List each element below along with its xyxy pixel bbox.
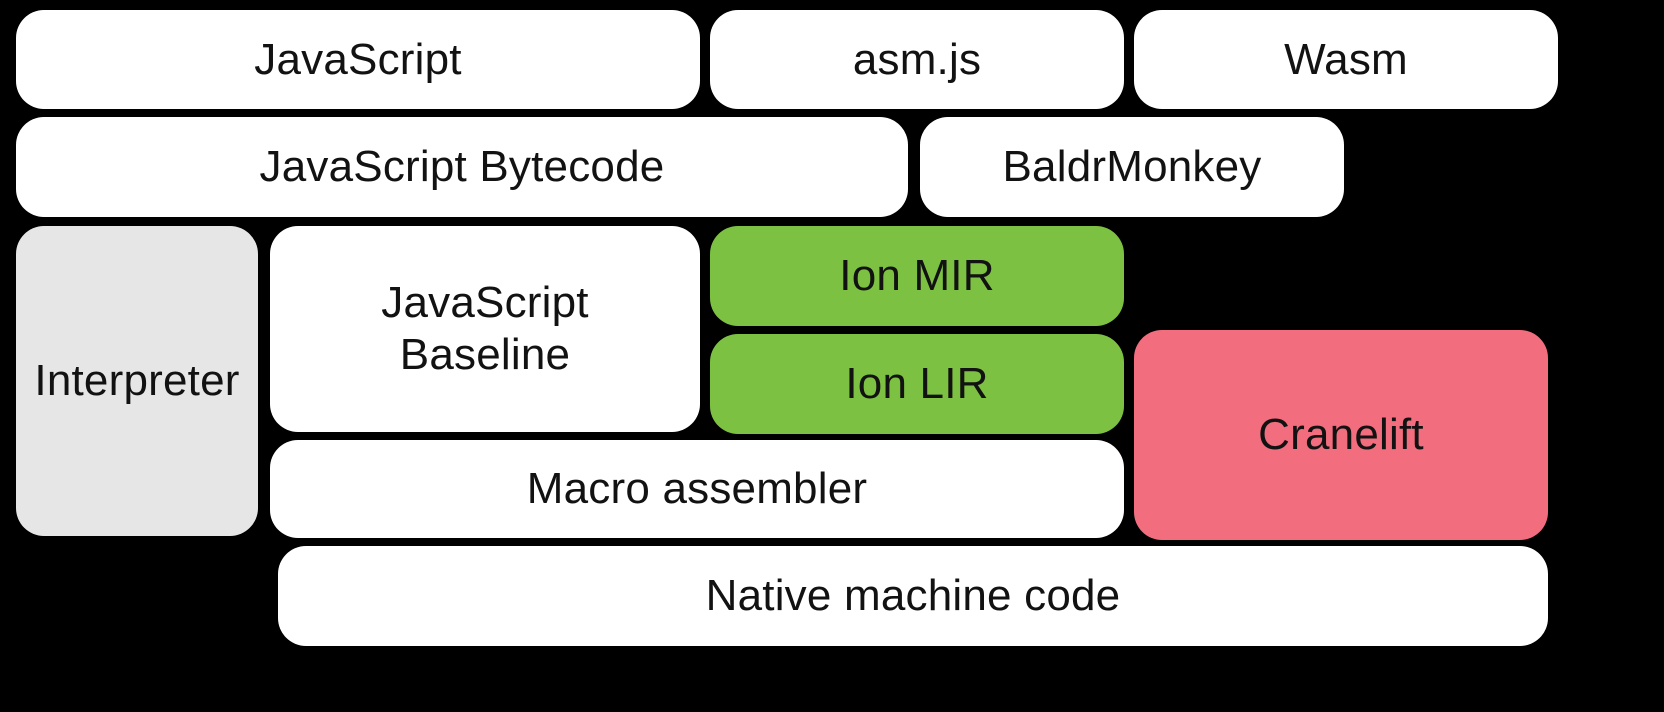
node-javascript-bytecode-label: JavaScript Bytecode xyxy=(259,142,665,192)
node-ion-lir-label: Ion LIR xyxy=(845,359,989,409)
node-baldrmonkey: BaldrMonkey xyxy=(920,117,1344,217)
node-native-machine-code: Native machine code xyxy=(278,546,1548,646)
node-wasm-label: Wasm xyxy=(1284,34,1408,84)
node-native-machine-code-label: Native machine code xyxy=(705,571,1121,621)
node-javascript-label: JavaScript xyxy=(254,34,462,84)
node-ion-mir: Ion MIR xyxy=(710,226,1124,326)
node-ion-mir-label: Ion MIR xyxy=(839,251,995,301)
node-javascript-baseline-label: JavaScript Baseline xyxy=(381,278,589,379)
node-interpreter-label: Interpreter xyxy=(34,356,240,406)
node-macro-assembler-label: Macro assembler xyxy=(526,464,868,514)
node-cranelift-label: Cranelift xyxy=(1258,410,1424,460)
node-ion-lir: Ion LIR xyxy=(710,334,1124,434)
node-javascript: JavaScript xyxy=(16,10,700,109)
node-interpreter: Interpreter xyxy=(16,226,258,536)
node-wasm: Wasm xyxy=(1134,10,1558,109)
node-cranelift: Cranelift xyxy=(1134,330,1548,540)
node-javascript-bytecode: JavaScript Bytecode xyxy=(16,117,908,217)
node-javascript-baseline: JavaScript Baseline xyxy=(270,226,700,432)
node-macro-assembler: Macro assembler xyxy=(270,440,1124,538)
node-asmjs: asm.js xyxy=(710,10,1124,109)
node-baldrmonkey-label: BaldrMonkey xyxy=(1002,142,1262,192)
node-asmjs-label: asm.js xyxy=(852,34,982,84)
